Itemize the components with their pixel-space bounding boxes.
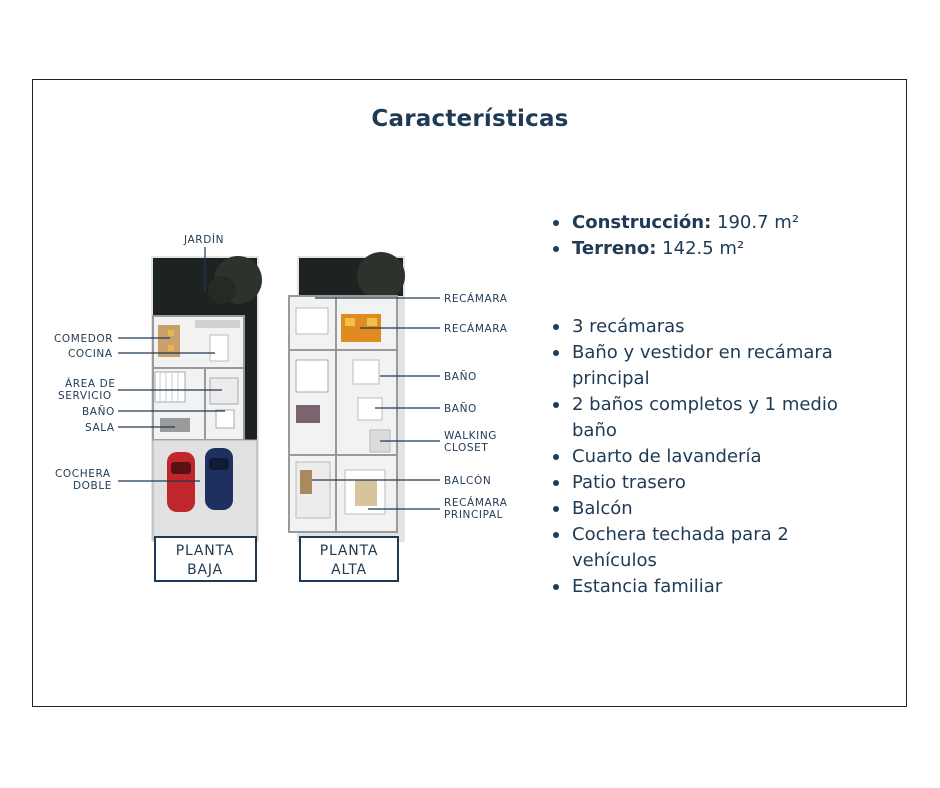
sofa	[296, 405, 320, 423]
label-garage: DOBLE	[73, 480, 112, 492]
label-dining: COMEDOR	[54, 333, 113, 345]
label-master-bedroom: PRINCIPAL	[444, 509, 503, 521]
label-bedroom-1: RECÁMARA	[444, 292, 508, 305]
chair-icon	[168, 345, 174, 351]
car-red	[167, 452, 195, 512]
sofa	[160, 418, 190, 432]
label-walking-closet: CLOSET	[444, 442, 488, 454]
car-blue	[205, 448, 233, 510]
feature-item: Cochera techada para 2 vehículos	[550, 522, 855, 574]
feature-item: Patio trasero	[550, 470, 855, 496]
spec-value: 190.7 m²	[717, 212, 800, 233]
spec-label: Construcción:	[572, 212, 712, 233]
upper-floor-plan: PLANTA ALTA RECÁMARA RECÁMARA BAÑO BAÑO …	[288, 252, 508, 582]
upper-plan-title-box	[299, 536, 399, 582]
bed	[295, 307, 329, 335]
label-walking-closet: WALKING	[444, 430, 497, 442]
label-garden: JARDÍN	[183, 233, 224, 246]
chair-icon	[168, 330, 174, 336]
label-bath-ground: BAÑO	[82, 405, 115, 418]
ground-plan-title-box	[154, 536, 257, 582]
label-master-bedroom: RECÁMARA	[444, 496, 508, 509]
feature-item: Balcón	[550, 496, 855, 522]
ground-floor-plan: PLANTA BAJA JARDÍN COMEDOR COCINA ÁREA D…	[54, 233, 262, 582]
label-service: SERVICIO	[58, 390, 112, 402]
label-garage: COCHERA	[55, 468, 111, 480]
side-yard	[244, 316, 257, 440]
spec-value: 142.5 m²	[662, 238, 745, 259]
tree-icon	[208, 276, 236, 304]
upper-plan-title: PLANTA	[320, 543, 378, 559]
kitchen-counter	[195, 320, 240, 328]
label-bath-2: BAÑO	[444, 402, 477, 415]
ground-plan-title: PLANTA	[176, 543, 234, 559]
page-title: Características	[371, 106, 569, 132]
label-bath-1: BAÑO	[444, 370, 477, 383]
spec-label: Terreno:	[572, 238, 657, 259]
label-bedroom-2: RECÁMARA	[444, 322, 508, 335]
spec-list: Construcción: 190.7 m² Terreno: 142.5 m²	[550, 210, 799, 262]
stairs	[295, 359, 329, 393]
label-kitchen: COCINA	[68, 348, 113, 360]
upper-plan-title: ALTA	[331, 562, 367, 578]
tree-icon	[357, 252, 405, 300]
feature-item: 2 baños completos y 1 medio baño	[550, 392, 855, 444]
content-frame	[32, 79, 907, 707]
ground-plan-title: BAJA	[187, 562, 223, 578]
feature-item: Baño y vestidor en recámara principal	[550, 340, 855, 392]
spec-construction: Construcción: 190.7 m²	[550, 210, 799, 236]
dining-table	[158, 325, 180, 357]
label-living: SALA	[85, 422, 115, 434]
bath-fixture	[352, 359, 380, 385]
feature-item: Cuarto de lavandería	[550, 444, 855, 470]
label-balcony: BALCÓN	[444, 474, 491, 487]
feature-item: Estancia familiar	[550, 574, 855, 600]
feature-item: 3 recámaras	[550, 314, 855, 340]
kitchen-island	[209, 334, 229, 362]
feature-list: 3 recámaras Baño y vestidor en recámara …	[550, 314, 855, 600]
half-bath	[215, 409, 235, 429]
service-room	[209, 377, 239, 405]
bath-fixture	[357, 397, 383, 421]
spec-land: Terreno: 142.5 m²	[550, 236, 799, 262]
label-service: ÁREA DE	[65, 377, 116, 390]
